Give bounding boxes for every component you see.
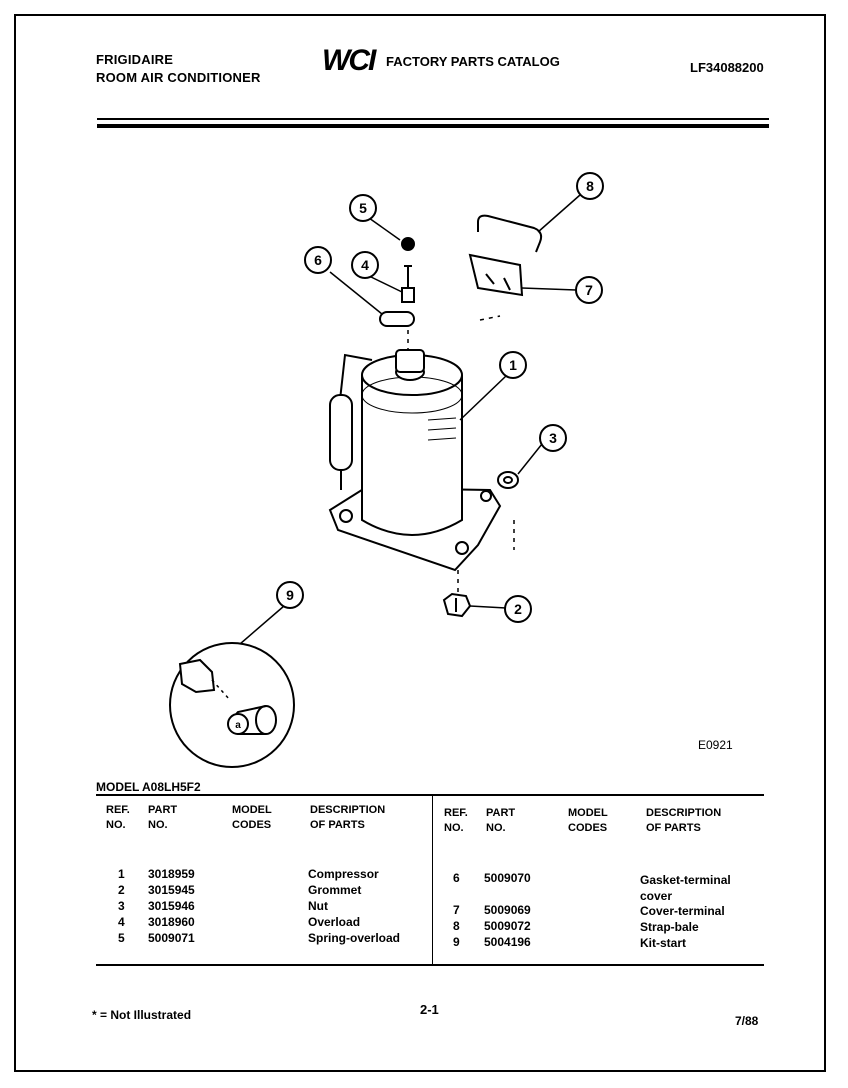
part-description: Kit-start bbox=[640, 936, 687, 950]
header-ref-right: REF.NO. bbox=[444, 807, 468, 834]
wci-logo: WCI bbox=[322, 44, 376, 77]
start-capacitor bbox=[255, 705, 277, 735]
part-description: Cover-terminal bbox=[640, 904, 725, 918]
callout-7: 7 bbox=[585, 282, 593, 298]
part-number: 3018960 bbox=[148, 915, 195, 929]
table-divider bbox=[432, 796, 433, 964]
table-bottom-rule bbox=[96, 964, 764, 966]
gasket-part bbox=[379, 311, 415, 327]
page-number: 2-1 bbox=[420, 1002, 439, 1017]
detail-label-a: a bbox=[235, 720, 241, 731]
part-number: 5009069 bbox=[484, 903, 531, 917]
page-frame bbox=[14, 14, 826, 1072]
ref-number: 5 bbox=[118, 931, 125, 945]
part-number: 3015945 bbox=[148, 883, 195, 897]
table-top-rule bbox=[96, 794, 764, 796]
header-rule-thin bbox=[97, 118, 769, 120]
part-description: Spring-overload bbox=[308, 931, 401, 945]
ref-number: 6 bbox=[453, 871, 460, 885]
strap-bale-part bbox=[477, 214, 543, 253]
ref-number: 3 bbox=[118, 899, 125, 913]
overload-part bbox=[401, 287, 415, 303]
part-number: 5009072 bbox=[484, 919, 531, 933]
callout-6: 6 bbox=[314, 252, 322, 268]
catalog-number: LF34088200 bbox=[690, 60, 764, 75]
model-label: MODEL A08LH5F2 bbox=[96, 780, 201, 794]
callout-4: 4 bbox=[361, 257, 369, 273]
part-description-cont: cover bbox=[640, 889, 673, 903]
part-number: 5009070 bbox=[484, 871, 531, 885]
ref-number: 8 bbox=[453, 919, 460, 933]
callout-3: 3 bbox=[549, 430, 557, 446]
part-number: 3018959 bbox=[148, 867, 195, 881]
revision-date: 7/88 bbox=[735, 1014, 759, 1028]
ref-number: 2 bbox=[118, 883, 125, 897]
ref-number: 4 bbox=[118, 915, 125, 929]
part-description: Gasket-terminal bbox=[640, 873, 731, 887]
start-kit-bracket bbox=[178, 658, 216, 694]
part-number: 3015946 bbox=[148, 899, 195, 913]
header-rule-thick bbox=[97, 124, 769, 128]
table-row: 1 bbox=[118, 867, 125, 881]
not-illustrated-note: * = Not Illustrated bbox=[92, 1008, 192, 1022]
accumulator bbox=[329, 394, 353, 471]
part-description: Nut bbox=[308, 899, 328, 913]
callout-2: 2 bbox=[514, 601, 522, 617]
header-ref-left: REF.NO. bbox=[106, 804, 130, 831]
spring-part bbox=[401, 237, 415, 251]
callout-circles bbox=[276, 172, 604, 623]
product-name: ROOM AIR CONDITIONER bbox=[96, 70, 261, 85]
callout-9: 9 bbox=[286, 587, 294, 603]
part-number: 5004196 bbox=[484, 935, 531, 949]
callout-5: 5 bbox=[359, 200, 367, 216]
ref-number: 9 bbox=[453, 935, 460, 949]
cover-terminal-part bbox=[468, 253, 524, 297]
nut-part bbox=[497, 471, 519, 489]
part-description: Overload bbox=[308, 915, 361, 929]
part-number: 5009071 bbox=[148, 931, 195, 945]
diagram-code: E0921 bbox=[698, 738, 733, 752]
part-description: Compressor bbox=[308, 867, 379, 881]
ref-number: 7 bbox=[453, 903, 460, 917]
catalog-title: FACTORY PARTS CATALOG bbox=[386, 54, 560, 69]
brand-name: FRIGIDAIRE bbox=[96, 52, 174, 67]
compressor-body bbox=[361, 375, 463, 536]
callout-8: 8 bbox=[586, 178, 594, 194]
part-description: Strap-bale bbox=[640, 920, 699, 934]
callout-1: 1 bbox=[509, 357, 517, 373]
part-description: Grommet bbox=[308, 883, 362, 897]
